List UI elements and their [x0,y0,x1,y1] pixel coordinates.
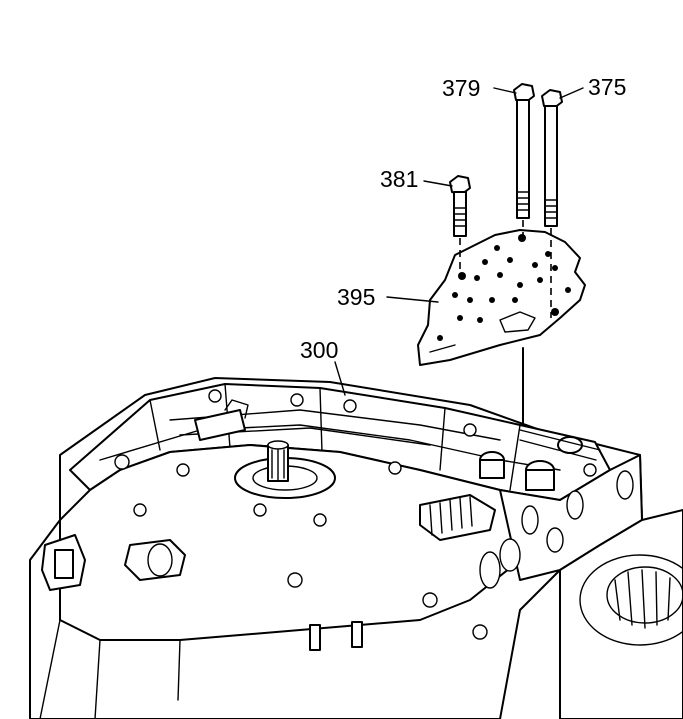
bolt-379 [513,83,535,219]
valve-body-300 [29,377,683,719]
leader-lines [334,87,584,396]
valve-body-bolt-heads [114,389,597,640]
alignment-lines [459,220,552,426]
callout-381: 381 [380,166,418,192]
callout-300: 300 [300,337,338,363]
valve-plate-395 [417,229,586,366]
callout-375: 375 [588,74,626,100]
bolt-381 [449,175,471,237]
bolt-375 [541,89,563,227]
plate-holes [437,234,571,341]
callout-395: 395 [337,284,375,310]
callout-379: 379 [442,75,480,101]
